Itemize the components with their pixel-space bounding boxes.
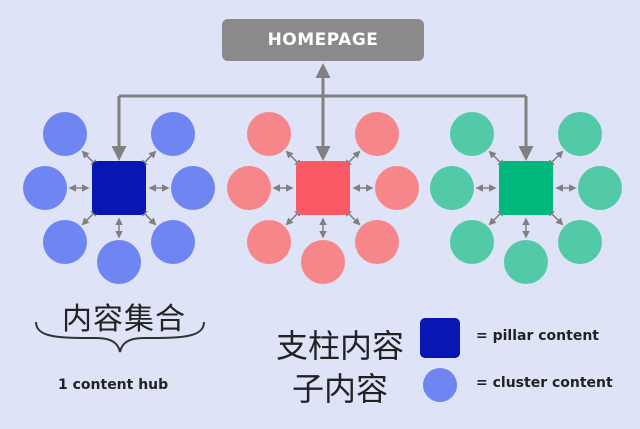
homepage-node: HOMEPAGE — [222, 19, 424, 61]
cluster-node-3-5 — [450, 220, 494, 264]
cluster-node-2-1 — [247, 112, 291, 156]
legend-pillar-label: = pillar content — [476, 328, 599, 344]
legend-cluster-cn: 子内容 — [292, 370, 389, 408]
legend-pillar-swatch — [420, 318, 460, 358]
cluster-node-2-2 — [355, 112, 399, 156]
cluster-node-1-1 — [43, 112, 87, 156]
cluster-node-3-2 — [558, 112, 602, 156]
hub-caption-en: 1 content hub — [58, 377, 169, 393]
cluster-node-1-7 — [97, 240, 141, 284]
legend-cluster-swatch — [423, 368, 457, 402]
cluster-node-2-3 — [227, 166, 271, 210]
cluster-node-1-5 — [43, 220, 87, 264]
cluster-node-3-3 — [430, 166, 474, 210]
cluster-node-1-6 — [151, 220, 195, 264]
cluster-node-3-7 — [504, 240, 548, 284]
cluster-node-2-4 — [375, 166, 419, 210]
curly-brace-icon — [35, 321, 205, 353]
legend-pillar-cn: 支柱内容 — [276, 327, 405, 365]
cluster-node-3-1 — [450, 112, 494, 156]
cluster-node-2-7 — [301, 240, 345, 284]
pillar-node-1 — [92, 161, 146, 215]
pillar-node-3 — [499, 161, 553, 215]
cluster-node-3-6 — [558, 220, 602, 264]
legend-cluster-label: = cluster content — [476, 375, 613, 391]
cluster-node-1-3 — [23, 166, 67, 210]
cluster-node-2-5 — [247, 220, 291, 264]
cluster-node-3-4 — [578, 166, 622, 210]
cluster-node-1-2 — [151, 112, 195, 156]
cluster-node-2-6 — [355, 220, 399, 264]
homepage-label: HOMEPAGE — [267, 30, 379, 50]
hub-caption-cn: 内容集合 — [62, 302, 186, 337]
pillar-node-2 — [296, 161, 350, 215]
cluster-node-1-4 — [171, 166, 215, 210]
